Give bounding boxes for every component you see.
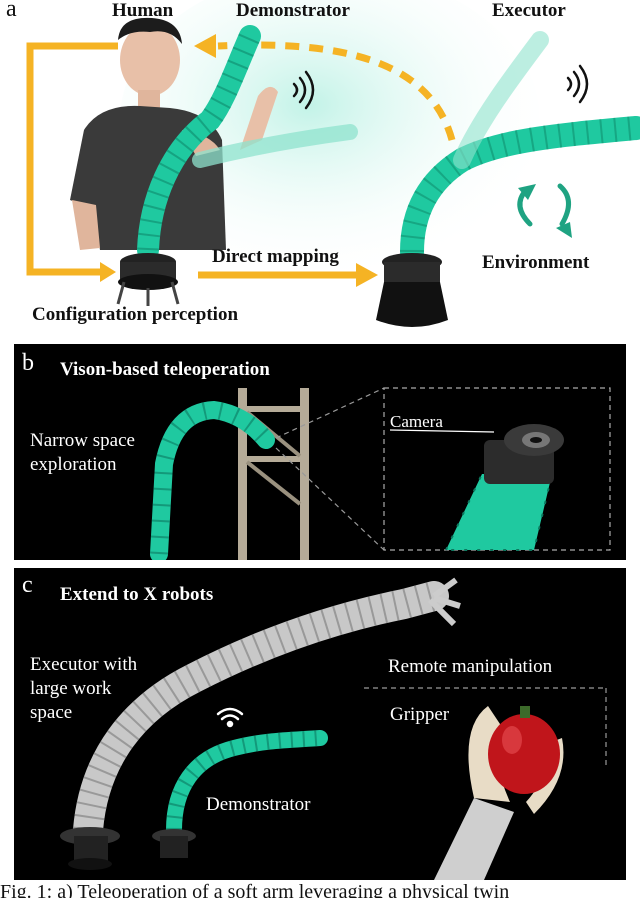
camera-label: Camera: [390, 412, 443, 431]
environment-cycle-arrowhead-2: [556, 222, 572, 238]
wireless-signal-icon: [292, 70, 315, 110]
human-label: Human: [112, 0, 174, 21]
remote-manipulation-label: Remote manipulation: [388, 656, 553, 677]
zoom-inset-frame: [383, 387, 611, 551]
narrow-space-label-line1: Narrow space: [30, 430, 135, 451]
wifi-icon: [216, 707, 244, 728]
feedback-dashed-arrow: [217, 41, 456, 141]
panel-c-letter: c: [22, 572, 33, 598]
panel-a-letter: a: [6, 0, 17, 22]
panel-b-letter: b: [22, 350, 34, 376]
panel-b-title: Vison-based teleoperation: [60, 359, 270, 380]
panel-b-illustration: [150, 387, 611, 560]
camera-closeup: [444, 424, 564, 551]
panel-c-illustration: [60, 577, 607, 880]
direct-mapping-arrowhead: [356, 263, 378, 287]
zoom-line-bottom: [275, 447, 385, 551]
environment-cycle-arrowhead-1: [518, 184, 536, 200]
feedback-dashed-arrowhead: [194, 34, 216, 58]
direct-mapping-label: Direct mapping: [212, 246, 339, 267]
teleoperated-arm: [150, 400, 275, 560]
small-demonstrator-arm: [166, 730, 328, 838]
perception-loop-arrowhead: [100, 262, 116, 282]
small-demonstrator-base: [152, 829, 196, 858]
wireless-signal-icon-executor: [566, 64, 589, 104]
environment-label: Environment: [482, 252, 590, 273]
demonstrator-label: Demonstrator: [236, 0, 350, 21]
demonstrator-base: [116, 253, 180, 306]
panel-a: a Human Demonstrator Executor Direct map…: [0, 0, 640, 336]
executor-label-line2: large work: [30, 678, 112, 699]
figure-caption: Fig. 1: a) Teleoperation of a soft arm l…: [0, 881, 510, 898]
narrow-space-label-line2: exploration: [30, 454, 117, 475]
demonstrator-arm: [137, 25, 358, 261]
demonstrator-label-c: Demonstrator: [206, 794, 311, 815]
zoom-line-top: [275, 387, 385, 439]
large-executor-base: [60, 827, 120, 870]
panel-b: b Vison-based teleoperation Narrow space…: [14, 344, 626, 560]
configuration-perception-label: Configuration perception: [32, 304, 239, 325]
executor-label-line3: space: [30, 702, 73, 723]
executor-label-line1: Executor with: [30, 654, 138, 675]
large-executor-arm: [73, 577, 461, 845]
perception-loop-arrow: [26, 42, 118, 276]
panel-c-title: Extend to X robots: [60, 584, 214, 605]
executor-base: [376, 253, 448, 327]
panel-c: c Extend to X robots Executor with large…: [14, 568, 626, 880]
gripper-label: Gripper: [390, 704, 450, 725]
executor-arm: [400, 31, 640, 264]
gripper-holding-pepper: [434, 706, 564, 880]
panel-a-illustration: [26, 0, 640, 327]
camera-pointer-line: [389, 429, 495, 433]
executor-label: Executor: [492, 0, 566, 21]
